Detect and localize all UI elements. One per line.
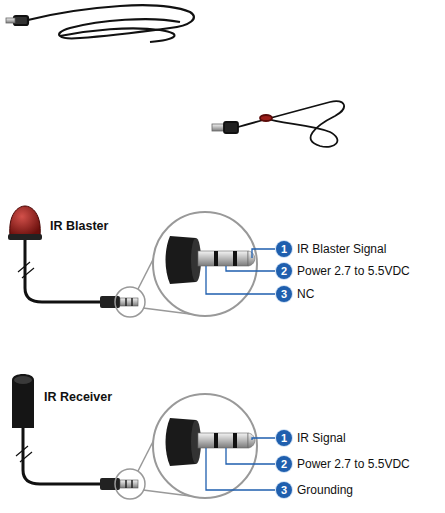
part-name: IR Receiver (44, 390, 112, 404)
callout-number: 1 (276, 430, 292, 446)
callout-number: 2 (276, 263, 292, 279)
ir-receiver-illustration (12, 374, 275, 499)
pin-name: Grounding (297, 483, 353, 497)
callout-number: 1 (276, 241, 292, 257)
callout-number: 3 (276, 286, 292, 302)
callout-number: 3 (276, 482, 292, 498)
callout-number: 2 (276, 456, 292, 472)
pin-name: Power 2.7 to 5.5VDC (297, 264, 410, 278)
ir-blaster-illustration (8, 206, 275, 317)
pin-name: NC (297, 287, 314, 301)
callout-pin: 2 Power 2.7 to 5.5VDC (276, 263, 410, 279)
callout-pin: 1 IR Signal (276, 430, 346, 446)
cable-photo (6, 5, 194, 42)
callout-pin: 1 IR Blaster Signal (276, 241, 386, 257)
callout-pin: 3 Grounding (276, 482, 353, 498)
pin-name: IR Signal (297, 431, 346, 445)
callout-pin: 3 NC (276, 286, 314, 302)
pin-name: IR Blaster Signal (297, 242, 386, 256)
pin-name: Power 2.7 to 5.5VDC (297, 457, 410, 471)
callout-pin: 2 Power 2.7 to 5.5VDC (276, 456, 410, 472)
cable-photo (212, 101, 344, 147)
part-name: IR Blaster (50, 219, 108, 233)
